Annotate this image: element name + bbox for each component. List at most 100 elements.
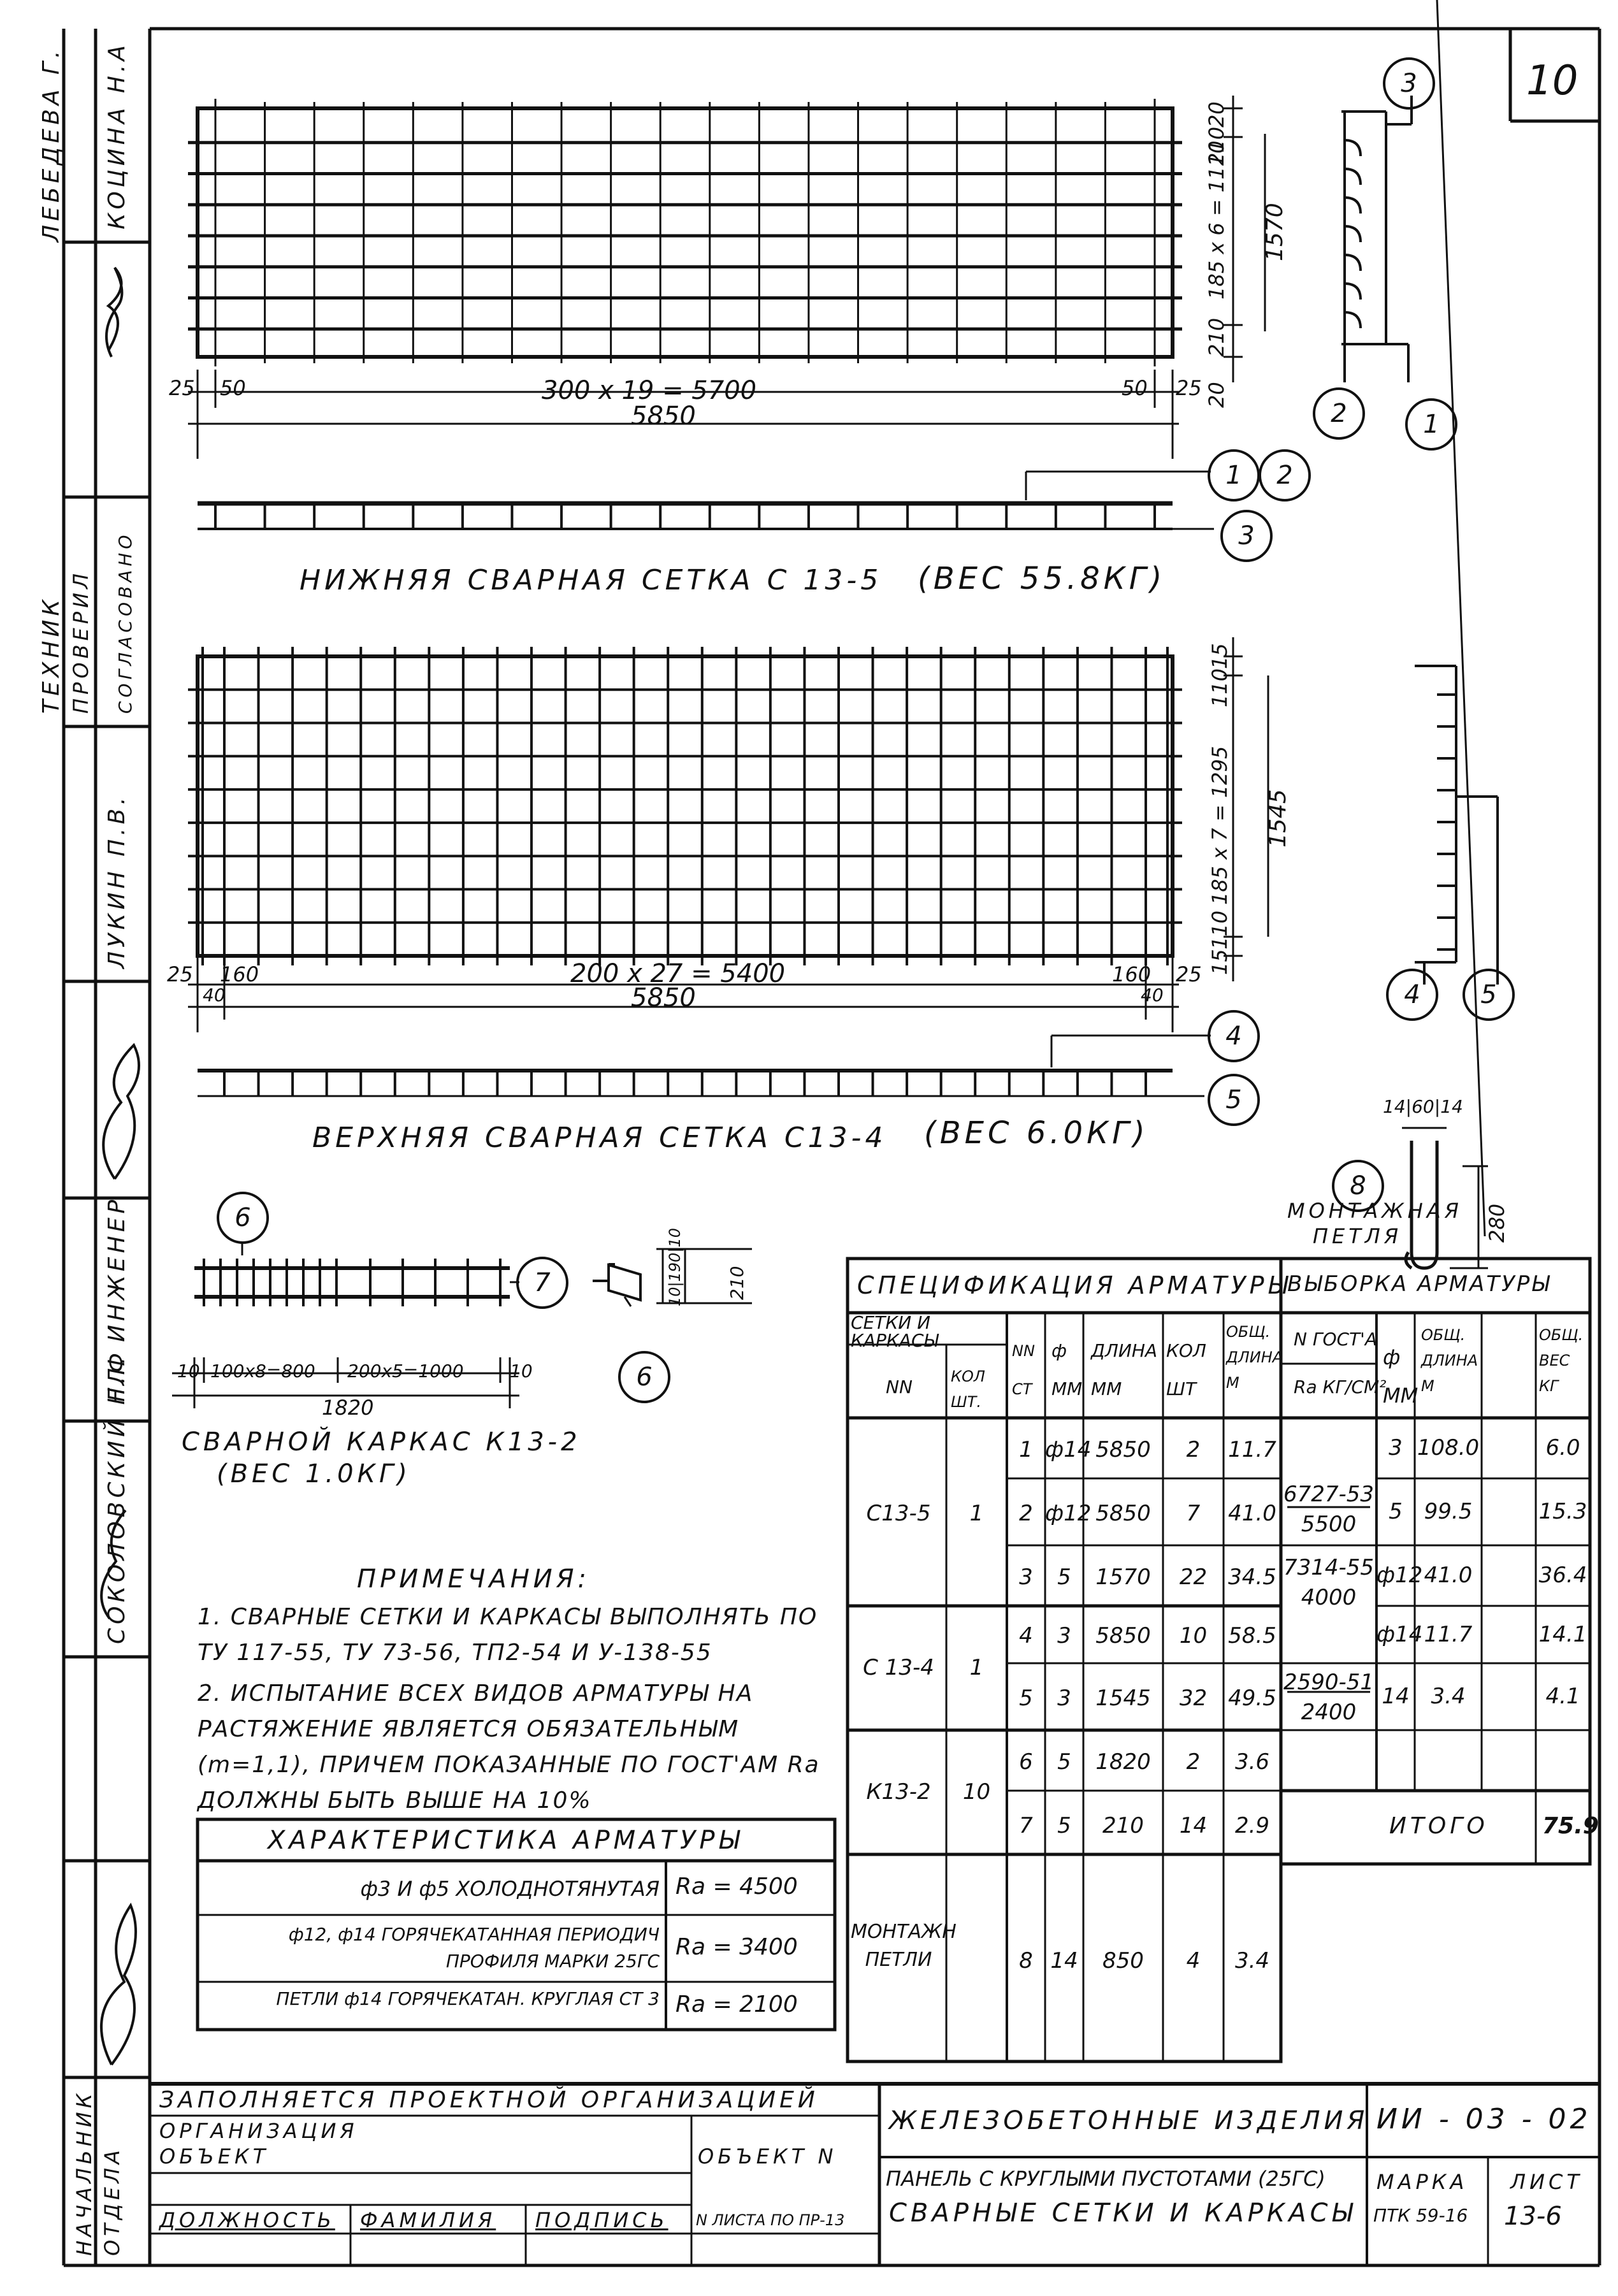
callout-5: 5 — [1208, 1074, 1260, 1126]
notes-item-2: 2. ИСПЫТАНИЕ ВСЕХ ВИДОВ АРМАТУРЫ НА РАСТ… — [198, 1680, 820, 1814]
spec-cell: 14 — [1179, 1813, 1208, 1838]
spec-cell: 2 — [1186, 1437, 1201, 1462]
spec-header-diameter: ф ММ — [1051, 1340, 1083, 1399]
spec-cell: 3 — [1057, 1686, 1071, 1711]
selection-diameter: ф14 — [1376, 1622, 1423, 1647]
mesh1-weight: (ВЕС 55.8КГ) — [918, 561, 1166, 596]
selection-length: 99.5 — [1424, 1499, 1473, 1524]
signature-strokes — [100, 266, 140, 2066]
spec-header-nn: NN — [886, 1376, 913, 1397]
mesh1-dim-vert-a: 20 — [1204, 101, 1229, 127]
selection-weight: 4.1 — [1545, 1684, 1580, 1709]
selection-gost: 2590-51 — [1283, 1670, 1375, 1695]
frame-dim-a: 10 — [177, 1361, 200, 1382]
spec-group-qty: 1 — [969, 1501, 984, 1526]
spec-cell: 41.0 — [1228, 1501, 1276, 1526]
stamp-role-checked: ПРОВЕРИЛ — [69, 569, 93, 714]
spec-header-qty: КОЛ ШТ. — [951, 1368, 985, 1411]
mesh1-title: НИЖНЯЯ СВАРНАЯ СЕТКА С 13-5 — [300, 564, 883, 596]
spec-header-length: ДЛИНА ММ — [1091, 1340, 1158, 1399]
selection-ra: 4000 — [1301, 1585, 1357, 1610]
selection-weight: 14.1 — [1538, 1622, 1587, 1647]
spec-cell: 5850 — [1095, 1437, 1151, 1462]
characteristics-title: ХАРАКТЕРИСТИКА АРМАТУРЫ — [268, 1826, 744, 1855]
selection-diameter: 5 — [1389, 1499, 1403, 1524]
mesh1-dim-spacing: 300 х 19 = 5700 — [542, 376, 757, 405]
mesh2-dim-vert-total: 1545 — [1265, 789, 1291, 848]
spec-group-name: К13-2 — [866, 1779, 931, 1805]
spec-cell: 7 — [1019, 1813, 1033, 1838]
spec-header-count: КОЛ ШТ — [1166, 1340, 1206, 1399]
spec-cell: 850 — [1102, 1948, 1144, 1974]
spec-cell: 3 — [1019, 1564, 1033, 1590]
frame-dim-d: 10 — [510, 1361, 533, 1382]
selection-weight: 15.3 — [1538, 1499, 1587, 1524]
spec-cell: 6 — [1019, 1749, 1033, 1775]
spec-cell: 2 — [1019, 1501, 1033, 1526]
tb-sheet-label: ЛИСТ — [1510, 2170, 1583, 2194]
tb-panel: ПАНЕЛЬ С КРУГЛЫМИ ПУСТОТАМИ (25ГС) — [886, 2167, 1325, 2191]
mesh2-dim-vert-d: 15 — [1208, 949, 1232, 975]
spec-group-name: С 13-4 — [863, 1655, 934, 1680]
selection-title: ВЫБОРКА АРМАТУРЫ — [1287, 1271, 1552, 1297]
callout-3: 3 — [1220, 510, 1273, 562]
mesh2-dim-total: 5850 — [631, 983, 696, 1013]
callout-6: 6 — [217, 1192, 269, 1244]
tb-product-type: ЖЕЛЕЗОБЕТОННЫЕ ИЗДЕЛИЯ — [889, 2106, 1369, 2135]
frame-dim-total: 1820 — [322, 1396, 374, 1420]
spec-cell: 2 — [1186, 1749, 1201, 1775]
frame-dim-h2: 10|190|10 — [666, 1227, 684, 1306]
loop-shape — [1402, 0, 1488, 1270]
selection-header-ra: Rа КГ/СМ² — [1294, 1376, 1387, 1397]
spec-cell: 4 — [1186, 1948, 1201, 1974]
selection-length: 108.0 — [1417, 1435, 1480, 1461]
spec-cell: 1820 — [1095, 1749, 1151, 1775]
spec-cell: 5 — [1019, 1686, 1033, 1711]
spec-cell: 3.4 — [1234, 1948, 1270, 1974]
mesh1-dim-end-left: 50 — [220, 376, 246, 400]
callout-6: 6 — [618, 1351, 670, 1403]
spec-cell: 14 — [1050, 1948, 1078, 1974]
spec-title: СПЕЦИФИКАЦИЯ АРМАТУРЫ — [857, 1271, 1292, 1299]
tb-org: ОРГАНИЗАЦИЯ — [159, 2119, 358, 2143]
mesh1-dim-vert-total: 1570 — [1262, 203, 1288, 261]
selection-gost: 7314-55 — [1283, 1555, 1375, 1580]
characteristics-row-2-value: Rа = 3400 — [675, 1934, 798, 1960]
spec-cell: ф14 — [1045, 1437, 1092, 1462]
stamp-name-kotsina: КОЦИНА Н.А — [104, 41, 130, 229]
selection-weight: 36.4 — [1538, 1563, 1587, 1588]
spec-cell: 10 — [1179, 1623, 1208, 1649]
characteristics-row-2-name: ф12, ф14 ГОРЯЧЕКАТАННАЯ ПЕРИОДИЧ ПРОФИЛЯ… — [288, 1924, 660, 1972]
spec-group-qty: 1 — [969, 1655, 984, 1680]
spec-cell: 5850 — [1095, 1501, 1151, 1526]
tb-surname: ФАМИЛИЯ — [360, 2208, 496, 2232]
tb-mark-label: МАРКА — [1376, 2170, 1468, 2194]
spec-cell: 34.5 — [1228, 1564, 1276, 1590]
spec-cell: 1 — [1019, 1437, 1033, 1462]
tb-object: ОБЪЕКТ — [159, 2144, 270, 2169]
selection-length: 41.0 — [1424, 1563, 1473, 1588]
tb-filled-by: ЗАПОЛНЯЕТСЯ ПРОЕКТНОЙ ОРГАНИЗАЦИЕЙ — [159, 2087, 819, 2113]
callout-4: 4 — [1386, 969, 1438, 1021]
mesh2-dim-vert-spacing: 185 х 7 = 1295 — [1208, 746, 1232, 905]
spec-cell: 11.7 — [1228, 1437, 1276, 1462]
spec-cell: 22 — [1179, 1564, 1208, 1590]
tb-object-no: ОБЪЕКТ N — [698, 2144, 837, 2169]
mesh2-dim-sub-left: 40 — [203, 985, 226, 1006]
loop-dim-h: 280 — [1485, 1203, 1509, 1243]
characteristics-row-1-name: ф3 И ф5 ХОЛОДНОТЯНУТАЯ — [360, 1877, 660, 1901]
selection-length: 11.7 — [1424, 1622, 1473, 1647]
frame-dim-c: 200х5=1000 — [347, 1361, 464, 1382]
mesh2-dim-vert-c: 110 — [1208, 910, 1232, 949]
frame-dim-h: 210 — [726, 1266, 748, 1300]
spec-cell: 3.6 — [1234, 1749, 1270, 1775]
frame-dim-b: 100х8=800 — [210, 1361, 315, 1382]
spec-group-qty: 10 — [962, 1779, 991, 1805]
callout-8: 8 — [1332, 1160, 1384, 1212]
sheet-number: 10 — [1526, 57, 1578, 105]
spec-cell: 8 — [1019, 1948, 1033, 1974]
spec-cell: 3 — [1057, 1623, 1071, 1649]
callout-4: 4 — [1208, 1010, 1260, 1062]
selection-ra: 5500 — [1301, 1512, 1357, 1537]
